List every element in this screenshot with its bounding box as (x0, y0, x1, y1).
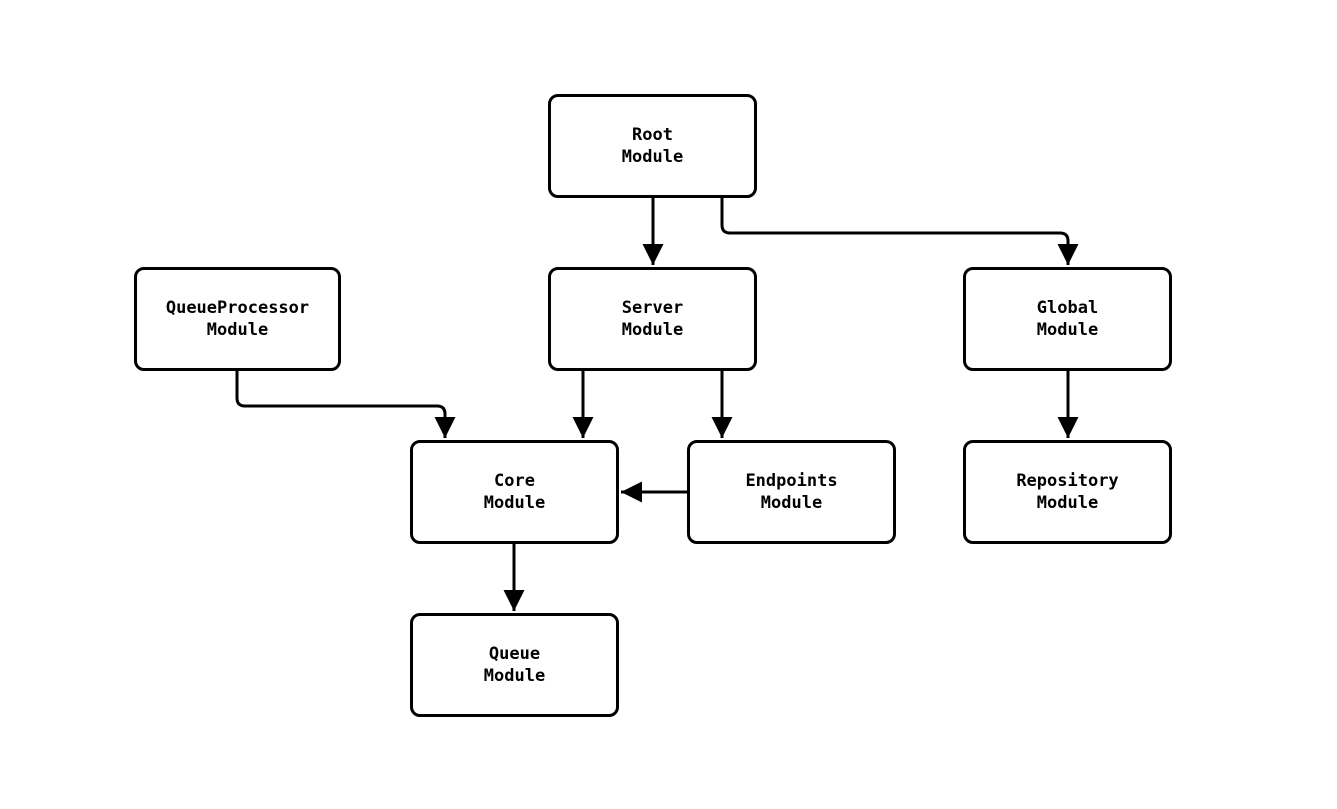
node-core-module: Core Module (410, 440, 619, 544)
edges-group (235, 198, 1079, 611)
node-label: Repository Module (1016, 471, 1119, 513)
node-global-module: Global Module (963, 267, 1172, 371)
node-queue-module: Queue Module (410, 613, 619, 717)
node-server-module: Server Module (548, 267, 757, 371)
node-label: QueueProcessor Module (165, 298, 310, 340)
node-label: Queue Module (483, 644, 546, 686)
node-label: Core Module (483, 471, 546, 513)
node-label: Global Module (1036, 298, 1099, 340)
node-root-module: Root Module (548, 94, 757, 198)
node-repository-module: Repository Module (963, 440, 1172, 544)
edge-queueprocessor-to-core (235, 371, 456, 438)
node-label: Endpoints Module (745, 471, 838, 513)
edge-root-to-global (720, 198, 1079, 265)
node-label: Root Module (621, 125, 684, 167)
node-label: Server Module (621, 298, 684, 340)
node-queueprocessor-module: QueueProcessor Module (134, 267, 341, 371)
node-endpoints-module: Endpoints Module (687, 440, 896, 544)
